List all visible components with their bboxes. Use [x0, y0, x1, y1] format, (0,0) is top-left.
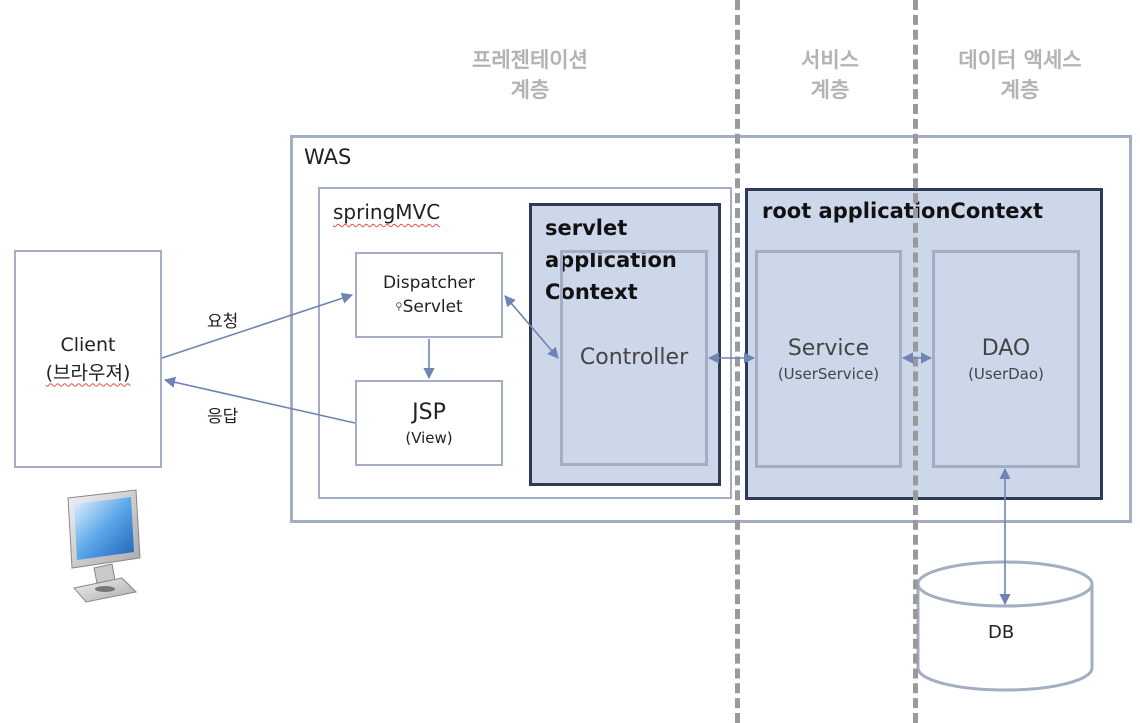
- was-label: WAS: [304, 145, 352, 169]
- presentation-layer-line2: 계층: [510, 78, 550, 102]
- db-label: DB: [988, 622, 1015, 643]
- service-subtitle: (UserService): [777, 364, 880, 383]
- presentation-layer-line1: 프레젠테이션: [472, 48, 588, 72]
- computer-monitor-icon: [67, 489, 141, 603]
- jsp-title: JSP: [412, 399, 446, 425]
- presentation-layer-label: 프레젠테이션 계층: [440, 45, 620, 105]
- dao-title: DAO: [981, 335, 1031, 361]
- dispatcher-line2-wrap: ⚲Servlet: [395, 297, 462, 317]
- jsp-box: JSP (View): [355, 380, 503, 466]
- dao-box: DAO (UserDao): [932, 250, 1080, 468]
- data-access-layer-line2: 계층: [1000, 78, 1040, 102]
- servlet-context-line1: servlet: [545, 216, 628, 240]
- service-data-divider: [913, 0, 918, 723]
- request-label: 요청: [207, 312, 239, 332]
- dispatcher-line2: Servlet: [402, 297, 463, 317]
- controller-box: Controller: [560, 250, 708, 466]
- client-label: Client: [60, 333, 116, 356]
- dispatcher-line1: Dispatcher: [382, 273, 476, 293]
- service-layer-label: 서비스 계층: [760, 45, 900, 105]
- service-layer-line1: 서비스: [801, 48, 859, 72]
- dao-subtitle: (UserDao): [968, 364, 1044, 383]
- client-sublabel: (브라우져): [45, 361, 131, 384]
- presentation-service-divider: [735, 0, 740, 723]
- service-title: Service: [787, 335, 870, 361]
- data-access-layer-line1: 데이터 액세스: [958, 48, 1082, 72]
- root-application-context: [745, 188, 1103, 500]
- service-box: Service (UserService): [755, 250, 902, 468]
- spring-mvc-label: springMVC: [333, 200, 441, 224]
- controller-label: Controller: [579, 344, 689, 370]
- magnifier-icon: ⚲: [395, 301, 403, 313]
- jsp-subtitle: (View): [405, 428, 453, 447]
- data-access-layer-label: 데이터 액세스 계층: [930, 45, 1110, 105]
- dispatcher-servlet-box: Dispatcher ⚲Servlet: [355, 252, 503, 338]
- response-label: 응답: [207, 407, 239, 427]
- service-layer-line2: 계층: [810, 78, 850, 102]
- client-box: Client (브라우져): [14, 250, 162, 468]
- root-context-title: root applicationContext: [762, 199, 1044, 223]
